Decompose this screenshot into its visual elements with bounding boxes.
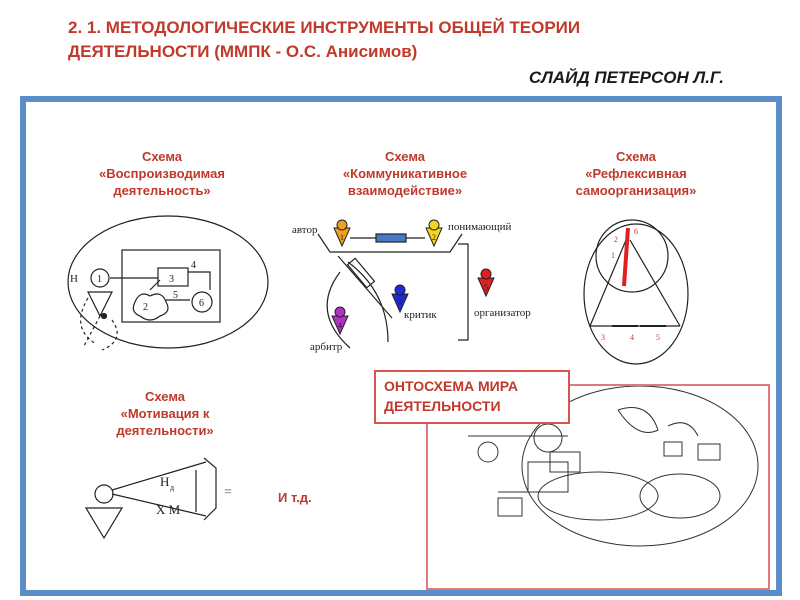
body-motivation bbox=[84, 507, 124, 540]
label-1: 1 bbox=[97, 274, 102, 285]
label-h: Н bbox=[160, 474, 169, 489]
label-understanding: понимающий bbox=[448, 221, 512, 233]
caption-reflexive: Схема «Рефлексивная самоорганизация» bbox=[575, 149, 697, 198]
inner-circle bbox=[595, 219, 669, 293]
label-5: 5 bbox=[173, 290, 178, 301]
scheme-reflexive bbox=[583, 219, 689, 365]
outer-ellipse bbox=[67, 215, 269, 349]
slide-title: 2. 1. МЕТОДОЛОГИЧЕСКИЕ ИНСТРУМЕНТЫ ОБЩЕЙ… bbox=[68, 16, 728, 64]
line-4 bbox=[188, 271, 211, 290]
label-2: 2 bbox=[143, 302, 148, 313]
label-r2: 2 bbox=[614, 235, 618, 244]
scheme-reproduced bbox=[67, 215, 269, 351]
head-1 bbox=[90, 268, 110, 288]
label-3: 3 bbox=[169, 274, 174, 285]
etc-label: И т.д. bbox=[278, 490, 312, 505]
scheme-communicative bbox=[317, 233, 469, 349]
label-r4: 4 bbox=[630, 333, 634, 342]
label-n: Н bbox=[70, 273, 78, 285]
outer-ellipse-reflexive bbox=[583, 223, 689, 365]
slide-subtitle: СЛАЙД ПЕТЕРСОН Л.Г. bbox=[528, 68, 724, 87]
label-eq: = bbox=[224, 485, 232, 500]
ontoscheme-drawing bbox=[468, 385, 759, 547]
red-bar bbox=[622, 227, 630, 287]
caption-reproduced: Схема «Воспроизводимая деятельность» bbox=[99, 149, 225, 198]
label-num-2: 2 bbox=[432, 233, 436, 242]
ontoscheme-label: ОНТОСХЕМА МИРА ДЕЯТЕЛЬНОСТИ bbox=[374, 370, 570, 424]
label-num-4: 4 bbox=[338, 321, 342, 330]
label-r3: 3 bbox=[601, 333, 605, 342]
label-r1: 1 bbox=[611, 251, 615, 260]
title-line-2: ДЕЯТЕЛЬНОСТИ (ММПК - О.С. Анисимов) bbox=[68, 42, 418, 61]
caption-communicative: Схема «Коммуникативное взаимодействие» bbox=[342, 149, 468, 198]
label-num-1: 1 bbox=[340, 233, 344, 242]
caption-motivation: Схема «Мотивация к деятельности» bbox=[116, 389, 214, 438]
label-num-5: 5 bbox=[484, 283, 488, 292]
label-r6: 6 bbox=[634, 227, 638, 236]
head-motivation bbox=[94, 484, 114, 504]
label-organizer: организатор bbox=[474, 307, 531, 319]
label-num-3: 3 bbox=[398, 297, 402, 306]
box-3 bbox=[157, 267, 189, 287]
label-6: 6 bbox=[199, 298, 204, 309]
inner-rect bbox=[121, 249, 221, 323]
label-4: 4 bbox=[191, 260, 196, 271]
label-r5: 5 bbox=[656, 333, 660, 342]
cloud-2 bbox=[132, 293, 169, 321]
body-triangle bbox=[87, 291, 113, 318]
label-d: д bbox=[170, 483, 174, 492]
circle-6 bbox=[191, 291, 213, 313]
label-author: автор bbox=[292, 224, 318, 236]
label-critic: критик bbox=[404, 309, 437, 321]
label-xm: Х М bbox=[156, 502, 181, 517]
title-line-1: 2. 1. МЕТОДОЛОГИЧЕСКИЕ ИНСТРУМЕНТЫ ОБЩЕЙ… bbox=[68, 18, 581, 37]
label-arbiter: арбитр bbox=[310, 341, 343, 353]
scheme-motivation bbox=[84, 457, 217, 540]
